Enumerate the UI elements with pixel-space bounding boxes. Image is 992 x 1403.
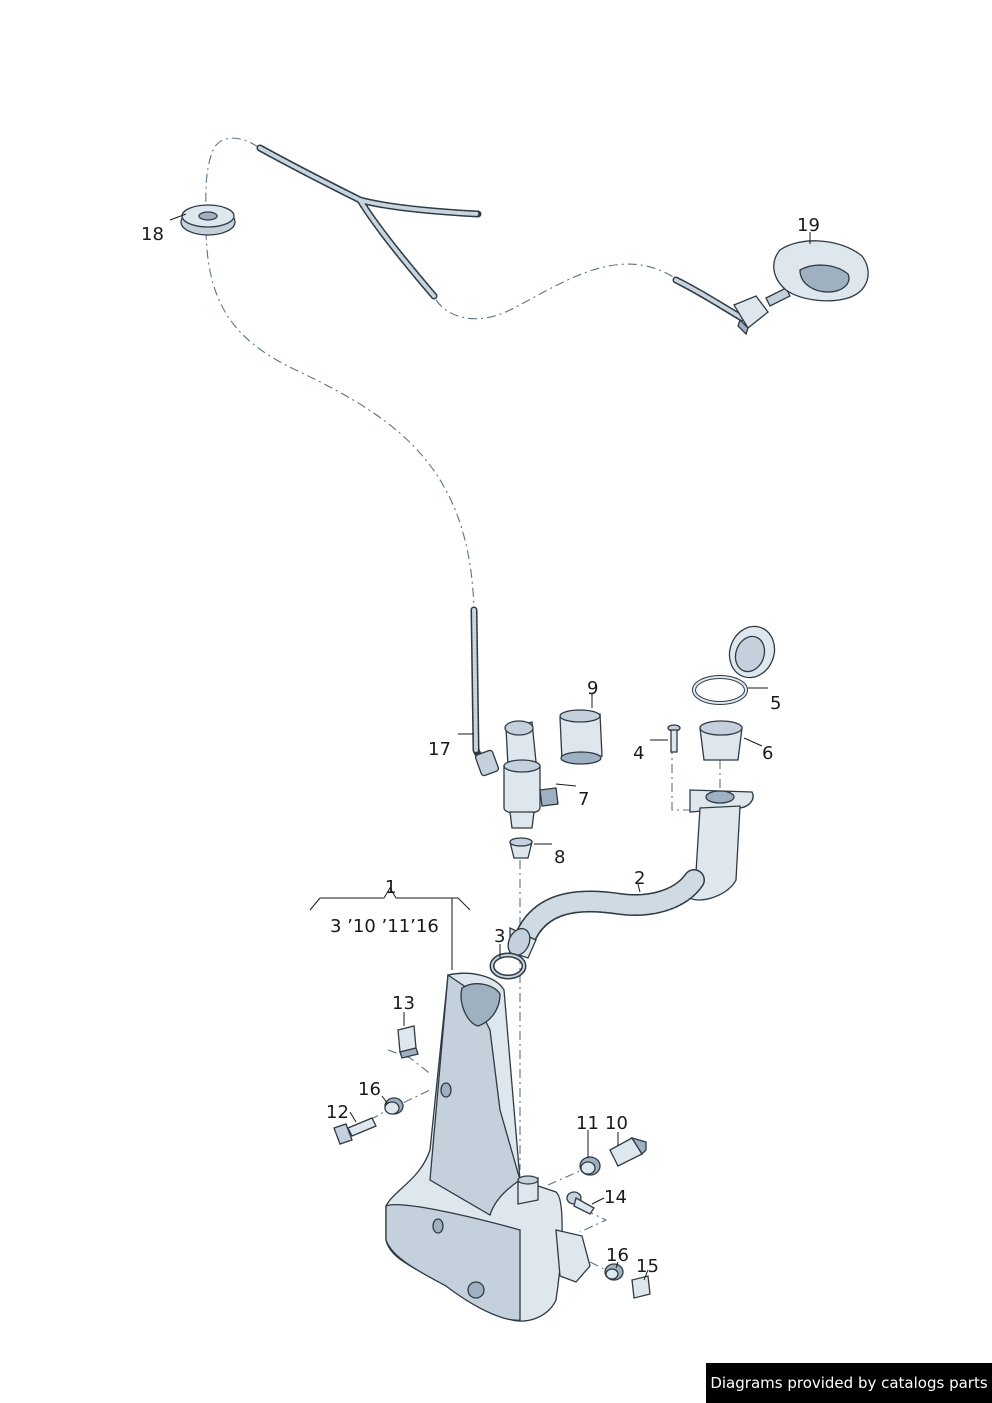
credit-banner: Diagrams provided by catalogs parts: [706, 1363, 992, 1403]
callout-8: 8: [554, 847, 565, 868]
clip-part-15[interactable]: [631, 1275, 651, 1299]
callout-10: 10: [605, 1113, 628, 1134]
y-hose-assembly[interactable]: [256, 144, 482, 300]
callout-19: 19: [797, 215, 820, 236]
filler-neck-adapter-part-6[interactable]: [699, 720, 743, 761]
callout-6: 6: [762, 743, 773, 764]
callout-14: 14: [604, 1187, 627, 1208]
bolt-part-12[interactable]: [333, 1117, 377, 1145]
callout-13: 13: [392, 993, 415, 1014]
grommet-part-11[interactable]: [579, 1156, 601, 1176]
callout-5: 5: [770, 693, 781, 714]
washer-reservoir-part-1[interactable]: [385, 972, 591, 1322]
callout-17: 17: [428, 739, 451, 760]
callout-1-note: 3 ’10 ’11’16: [330, 916, 439, 937]
washer-pump-part-7[interactable]: [503, 720, 559, 829]
grommet-part-18[interactable]: [180, 204, 236, 236]
callout-4: 4: [633, 743, 644, 764]
callout-3: 3: [494, 926, 505, 947]
level-sensor-part-10[interactable]: [609, 1136, 647, 1167]
nut-part-13[interactable]: [397, 1025, 419, 1059]
seal-ring-part-3[interactable]: [489, 952, 527, 980]
callout-12: 12: [326, 1102, 349, 1123]
assembly-lines: [205, 137, 721, 1271]
callout-1: 1: [385, 877, 396, 898]
grommet-part-16-upper[interactable]: [384, 1097, 404, 1115]
callout-18: 18: [141, 224, 164, 245]
grommet-part-16-lower[interactable]: [604, 1263, 624, 1281]
callout-labels: 18 19 9 5 4 6 17 7 8 2 1 3 ’10 ’11’16 3 …: [141, 215, 820, 1277]
callout-2: 2: [634, 868, 645, 889]
leader-lines: [169, 213, 811, 1281]
washer-nozzle-part-19[interactable]: [672, 240, 869, 336]
filler-pipe-part-2[interactable]: [504, 789, 754, 959]
callout-9: 9: [587, 678, 598, 699]
hose-part-17[interactable]: [470, 606, 500, 777]
callout-11: 11: [576, 1113, 599, 1134]
callout-16-lower: 16: [606, 1245, 629, 1266]
callout-15: 15: [636, 1256, 659, 1277]
filler-cap-part-5[interactable]: [692, 620, 782, 705]
sleeve-part-9[interactable]: [559, 709, 603, 765]
grommet-part-8[interactable]: [509, 837, 533, 859]
callout-16-upper: 16: [358, 1079, 381, 1100]
callout-7: 7: [578, 789, 589, 810]
screw-part-14[interactable]: [566, 1191, 595, 1215]
screw-part-4[interactable]: [667, 724, 681, 753]
